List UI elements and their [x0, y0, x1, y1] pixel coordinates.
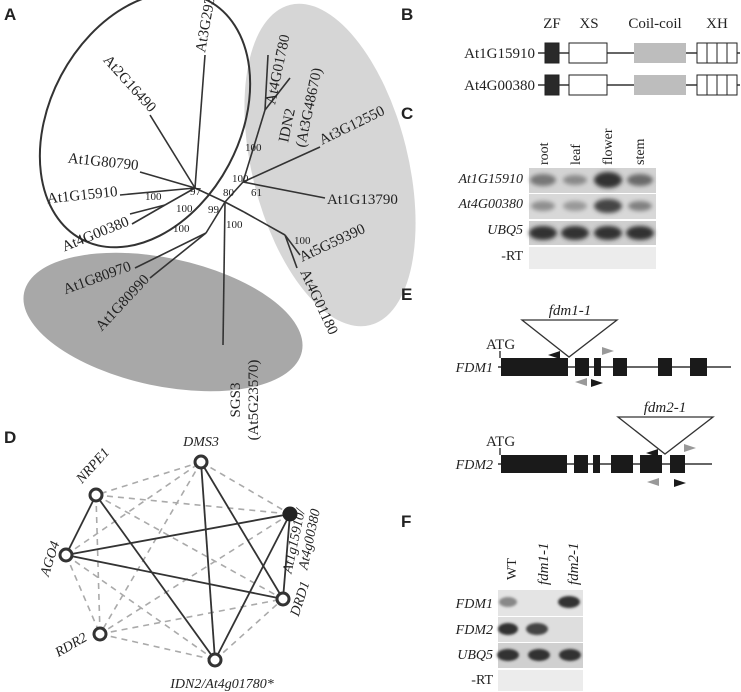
- panel-label-f: F: [401, 512, 411, 531]
- node-label: AGO4: [38, 540, 64, 580]
- gel-row-label: UBQ5: [457, 648, 493, 663]
- domain-label-xh: XH: [706, 16, 728, 32]
- gel-row-label: FDM1: [455, 597, 493, 612]
- panel-label-d: D: [4, 428, 16, 447]
- network-node: [275, 591, 291, 607]
- bootstrap-value: 100: [245, 142, 262, 154]
- bootstrap-value: 100: [294, 235, 311, 247]
- domain-label-coil: Coil-coil: [628, 16, 681, 32]
- lane-label-wt: WT: [505, 558, 520, 580]
- gel-row: [529, 247, 656, 269]
- light-clade-ellipse: [244, 3, 416, 327]
- clade-ellipses: [23, 0, 416, 392]
- network-node: [88, 487, 104, 503]
- allele-label: fdm1-1: [549, 303, 592, 319]
- tissue-label-leaf: leaf: [569, 144, 584, 165]
- leaf-at1g15910: At1G15910: [46, 184, 118, 207]
- open-clade-ellipse: [38, 0, 252, 249]
- gel-row-label: -RT: [501, 249, 523, 264]
- zf-domain: [544, 74, 560, 96]
- leaf-at3g29375: At3G29375: [193, 0, 221, 54]
- bootstrap-value: 100: [145, 191, 162, 203]
- domain-row-1: At1G15910: [464, 42, 740, 64]
- tissue-labels: root leaf flower stem: [537, 128, 648, 165]
- coil-domain: [634, 75, 686, 95]
- network-labels: DMS3 NRPE1 At1g15910/ At4g00380 AGO4 DRD…: [38, 435, 324, 692]
- bootstrap-value: 100: [226, 219, 243, 231]
- tissue-gel: At1G15910 At4G00380 UBQ5 -RT: [457, 168, 656, 269]
- node-label: NRPE1: [73, 445, 113, 487]
- gel-row-label: At4G00380: [457, 197, 523, 212]
- coil-domain: [634, 43, 686, 63]
- node-label: DRD1: [288, 580, 314, 620]
- gene-name: FDM1: [455, 361, 493, 376]
- tissue-label-flower: flower: [601, 128, 616, 165]
- lane-label-fdm1: fdm1-1: [536, 543, 552, 586]
- domain-header: ZF XS Coil-coil XH: [543, 16, 728, 32]
- lane-labels: WT fdm1-1 fdm2-1: [505, 543, 582, 586]
- network-edges: [65, 461, 291, 661]
- atg-label: ATG: [486, 434, 515, 450]
- mutant-gel: FDM1 FDM2 UBQ5 -RT: [455, 590, 583, 691]
- gel-row-label: UBQ5: [487, 223, 523, 238]
- allele-label: fdm2-1: [644, 400, 687, 416]
- bootstrap-value: 97: [190, 186, 202, 198]
- lane-label-fdm2: fdm2-1: [566, 543, 582, 586]
- leaf-sgs3: SGS3: [228, 382, 244, 417]
- network-node: [282, 506, 298, 522]
- domain-row-2: At4G00380: [464, 74, 740, 96]
- leaf-at1g13790: At1G13790: [327, 192, 398, 208]
- network-node: [92, 626, 108, 642]
- panel-label-e: E: [401, 285, 412, 304]
- gel-row-label: FDM2: [455, 623, 493, 638]
- gel-row-label: -RT: [471, 673, 493, 688]
- bootstrap-value: 100: [176, 203, 193, 215]
- panel-label-b: B: [401, 5, 413, 24]
- leaf-idn2: IDN2: [276, 107, 299, 144]
- tree-branches: [119, 54, 326, 346]
- leaf-at4g00380: At4G00380: [60, 214, 132, 255]
- gene-name: FDM2: [455, 458, 493, 473]
- gel-row-label: At1G15910: [457, 172, 523, 187]
- bootstrap-value: 61: [251, 187, 262, 199]
- domain-label-xs: XS: [579, 16, 598, 32]
- node-label: DMS3: [182, 435, 219, 450]
- domain-gene-name: At1G15910: [464, 46, 535, 62]
- gene-model-fdm2: ATG fdm2-1 FDM2: [455, 400, 715, 487]
- leaf-at2g16490: At2G16490: [100, 52, 159, 115]
- network-node: [58, 547, 74, 563]
- network-node: [207, 652, 223, 668]
- xs-domain: [568, 42, 608, 64]
- network-nodes: [58, 454, 298, 668]
- zf-domain: [544, 42, 560, 64]
- tissue-label-root: root: [537, 142, 552, 165]
- tissue-label-stem: stem: [633, 138, 648, 165]
- bootstrap-value: 99: [208, 204, 220, 216]
- node-label: IDN2/At4g01780*: [169, 677, 273, 692]
- dark-clade-ellipse: [23, 252, 303, 392]
- gel-row: [498, 670, 583, 691]
- network-node: [193, 454, 209, 470]
- panel-label-a: A: [4, 5, 16, 24]
- bootstrap-values: 97 80 61 100 100 100 99 100 100 100 100: [145, 142, 311, 247]
- bootstrap-value: 100: [173, 223, 190, 235]
- domain-label-zf: ZF: [543, 16, 561, 32]
- bootstrap-value: 80: [223, 187, 235, 199]
- bootstrap-value: 100: [232, 173, 249, 185]
- xs-domain: [568, 74, 608, 96]
- gene-model-fdm1: ATG fdm1-1 FDM1: [455, 303, 731, 387]
- atg-label: ATG: [486, 337, 515, 353]
- node-label: RDR2: [52, 630, 90, 661]
- domain-gene-name: At4G00380: [464, 78, 535, 94]
- leaf-at5g23570: (At5G23570): [246, 360, 262, 441]
- panel-label-c: C: [401, 104, 413, 123]
- leaf-at1g80790: At1G80790: [67, 151, 139, 174]
